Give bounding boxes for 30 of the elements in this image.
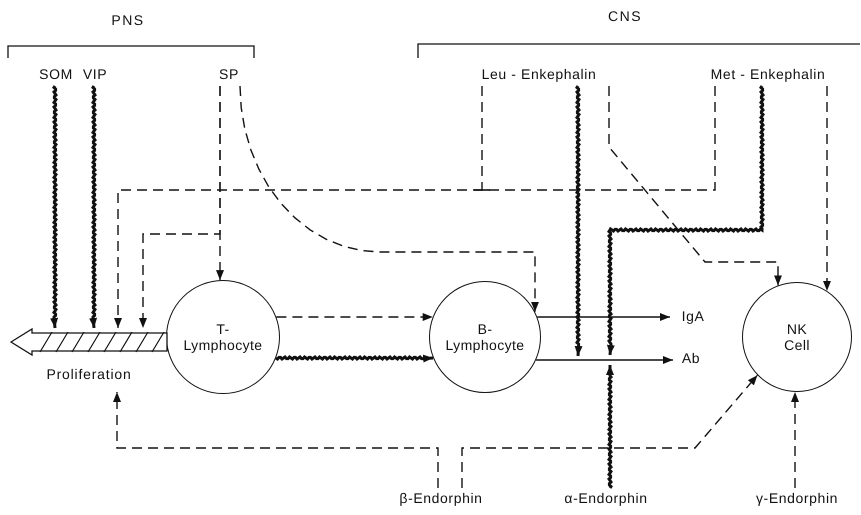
region-heading: CNS bbox=[608, 8, 642, 24]
node-label: γ-Endorphin bbox=[756, 491, 838, 507]
inhibition-line bbox=[473, 86, 491, 191]
dashed-arrow bbox=[608, 86, 782, 286]
wavy-arrow bbox=[275, 354, 434, 363]
node-label: Proliferation bbox=[46, 366, 132, 382]
dashed-arrow bbox=[461, 374, 758, 488]
dashed-arrow bbox=[791, 392, 799, 488]
wavy-arrow bbox=[50, 86, 58, 328]
cell-label: B- Lymphocyte bbox=[444, 320, 526, 354]
node-label: β-Endorphin bbox=[399, 491, 483, 507]
node-label: Met - Enkephalin bbox=[710, 67, 826, 83]
cell-label: T- Lymphocyte bbox=[182, 320, 264, 354]
node-label: IgA bbox=[682, 309, 704, 325]
cell-label: NK Cell bbox=[783, 320, 811, 354]
dashed-arrow bbox=[239, 86, 539, 312]
node-label: α-Endorphin bbox=[564, 491, 648, 507]
arrow bbox=[536, 356, 673, 364]
dashed-arrow bbox=[139, 86, 221, 328]
arrow bbox=[537, 313, 670, 321]
dashed-arrow bbox=[113, 392, 439, 488]
wavy-arrow bbox=[606, 365, 614, 489]
dashed-arrow bbox=[276, 313, 433, 321]
region-heading: PNS bbox=[111, 12, 145, 28]
dashed-arrow bbox=[823, 86, 831, 291]
wavy-arrow bbox=[89, 86, 98, 328]
node-label: Leu - Enkephalin bbox=[482, 67, 596, 83]
wavy-arrow bbox=[574, 86, 583, 356]
dashed-arrow bbox=[114, 86, 716, 328]
wavy-arrow bbox=[606, 86, 765, 356]
